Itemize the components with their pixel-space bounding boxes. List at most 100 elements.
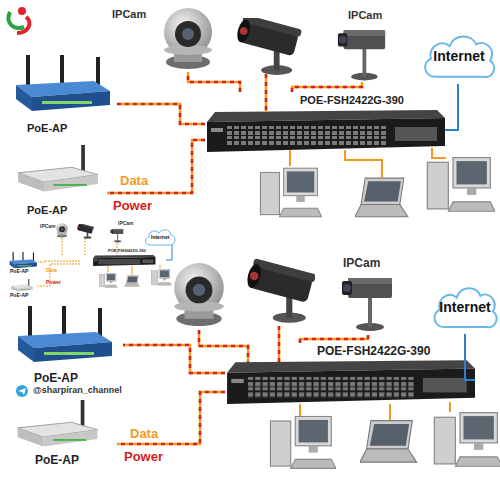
poe-wire xyxy=(265,74,268,112)
camera-node: IPCam xyxy=(108,4,220,72)
thumbnail-label: POE-FSH2422G-390 xyxy=(108,249,146,253)
watermark: @sharpiran_channel xyxy=(30,385,125,397)
lan-wire xyxy=(299,404,301,416)
poe-switch xyxy=(227,360,475,404)
thumbnail xyxy=(10,223,175,292)
poe-wire xyxy=(199,330,248,362)
switch-node: POE-FSH2422G-390 xyxy=(225,343,475,405)
switch-node: POE-FSH2422G-390 xyxy=(205,92,445,152)
cable-line xyxy=(117,104,205,124)
cloud-shape xyxy=(435,288,497,327)
thumbnail-label: Power xyxy=(46,280,61,286)
device-label: IPCam xyxy=(343,257,380,270)
device-label: PoE-AP xyxy=(34,372,78,385)
poe-wire xyxy=(36,238,117,286)
desktop-pc xyxy=(427,158,495,212)
thumbnail-label: IPCam xyxy=(118,221,134,227)
access-point-node: PoE-AP xyxy=(8,300,123,385)
wires xyxy=(266,74,446,178)
access-point-node: PoE-AP xyxy=(5,398,117,470)
internet-cable xyxy=(445,84,458,130)
internet-wire xyxy=(166,245,172,260)
device-label: POE-FSH2422G-390 xyxy=(300,94,404,106)
thumbnail-label: PoE-AP xyxy=(10,293,28,299)
cloud-node: Internet xyxy=(420,30,498,84)
device-label: PoE-AP xyxy=(35,454,79,467)
thumbnail-label: Data xyxy=(46,268,57,274)
desktop-pc xyxy=(434,413,500,467)
lan-wire xyxy=(345,150,382,178)
access-point xyxy=(10,252,37,268)
power-label: Power xyxy=(124,450,163,464)
desktop-pc xyxy=(270,417,335,469)
poe-wire xyxy=(199,330,248,362)
access-point xyxy=(16,55,110,111)
access-point-node: PoE-AP xyxy=(5,40,117,136)
thumbnail-label: IPCam xyxy=(40,224,56,230)
poe-wire xyxy=(278,326,281,362)
telegram-icon xyxy=(16,385,28,397)
poe-switch xyxy=(207,110,445,152)
lan-wire xyxy=(289,150,291,166)
desktop-pc xyxy=(151,269,171,285)
laptop xyxy=(355,178,408,217)
cloud xyxy=(145,230,175,245)
box-camera xyxy=(342,278,392,331)
cable-line xyxy=(107,140,205,193)
data-label: Data xyxy=(130,427,158,441)
cable-line xyxy=(292,82,362,92)
desktop-pc xyxy=(99,273,117,287)
access-point-node: PoE-AP xyxy=(5,140,107,220)
cable-line xyxy=(300,335,368,343)
poe-cable xyxy=(123,345,225,373)
logo-red xyxy=(17,17,29,33)
laptop xyxy=(125,276,140,287)
cloud-label: Internet xyxy=(439,300,490,315)
data-label: Data xyxy=(120,174,148,188)
poe-cable xyxy=(107,140,205,193)
telegram-circle xyxy=(16,385,28,397)
telegram-plane xyxy=(18,388,26,395)
poe-cable xyxy=(292,82,362,92)
box-camera xyxy=(111,229,124,242)
lan-wire xyxy=(432,148,446,158)
device-label: IPCam xyxy=(112,8,146,20)
device-label: IPCam xyxy=(348,9,382,21)
thumbnail-label: Internet xyxy=(151,235,169,241)
access-point xyxy=(11,279,33,292)
internet-cable xyxy=(465,334,475,380)
cable-line xyxy=(445,84,458,130)
cable-line xyxy=(117,392,225,444)
lan-wire xyxy=(389,404,391,420)
bullet-camera xyxy=(77,223,94,239)
cable-line xyxy=(117,392,225,444)
cable-line xyxy=(188,72,240,92)
access-point xyxy=(18,145,98,191)
cable-line xyxy=(292,82,362,92)
bullet-camera xyxy=(235,14,302,75)
power-label: Power xyxy=(113,199,152,213)
cloud-label: Internet xyxy=(433,49,484,64)
cable-line xyxy=(188,72,240,92)
cloud-node: Internet xyxy=(430,282,500,334)
cable-line xyxy=(465,334,475,380)
poe-wire xyxy=(265,74,268,112)
poe-wire xyxy=(278,326,281,362)
poe-cable xyxy=(117,392,225,444)
logo xyxy=(8,7,29,33)
camera-node: IPCam xyxy=(335,255,410,335)
dome-camera xyxy=(164,8,212,69)
cable-line xyxy=(117,104,205,124)
cloud-shape xyxy=(425,37,494,77)
device-label: POE-FSH2422G-390 xyxy=(317,345,430,358)
lan-wire xyxy=(449,402,451,412)
box-camera xyxy=(338,30,385,80)
dome-camera xyxy=(56,223,67,237)
bullet-camera xyxy=(245,258,316,323)
dome-camera xyxy=(174,263,224,326)
desktop-pc xyxy=(260,168,321,217)
laptop xyxy=(360,421,417,462)
